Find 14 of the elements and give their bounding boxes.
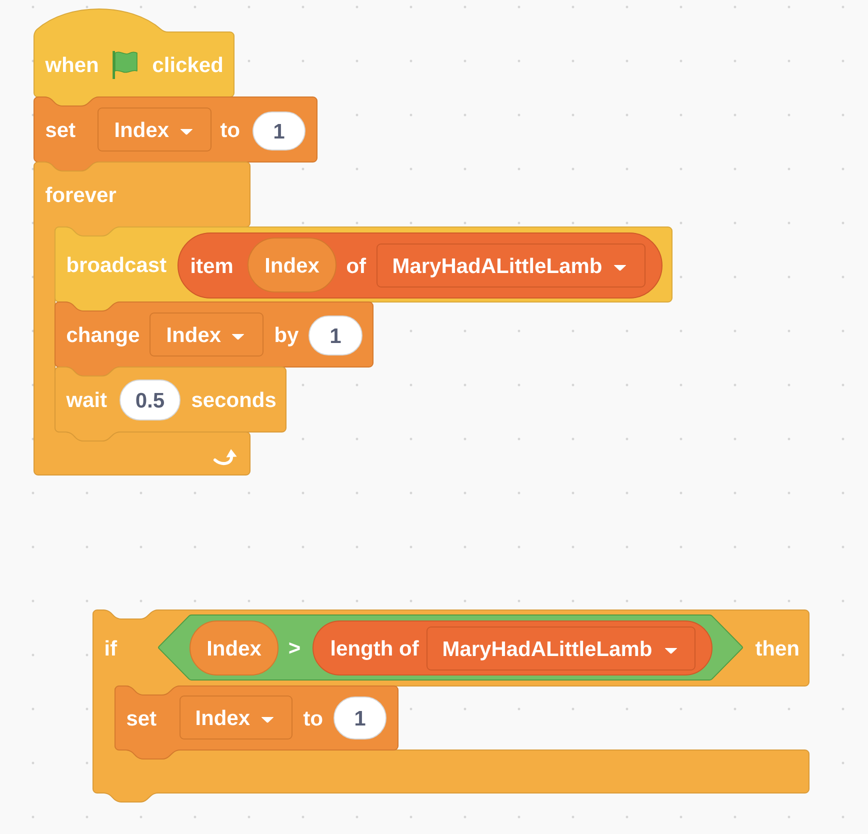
variable-reporter: Index — [248, 238, 336, 292]
dropdown-menu: Index — [98, 108, 212, 152]
node-label: when — [45, 56, 98, 72]
number-input: 1 — [334, 696, 386, 740]
number-input: 1 — [252, 112, 306, 150]
number-input: 0.5 — [120, 380, 180, 420]
dropdown-menu: MaryHadALittleLamb — [376, 244, 646, 288]
node-label: clicked — [153, 56, 222, 72]
dropdown-menu: Index — [150, 312, 264, 356]
hat-block: when clicked — [34, 8, 234, 106]
dropdown-menu: Index — [180, 696, 292, 740]
dropdown-menu: MaryHadALittleLamb — [426, 626, 696, 670]
number-input: 1 — [308, 316, 362, 356]
variable-reporter: Index — [190, 620, 278, 676]
